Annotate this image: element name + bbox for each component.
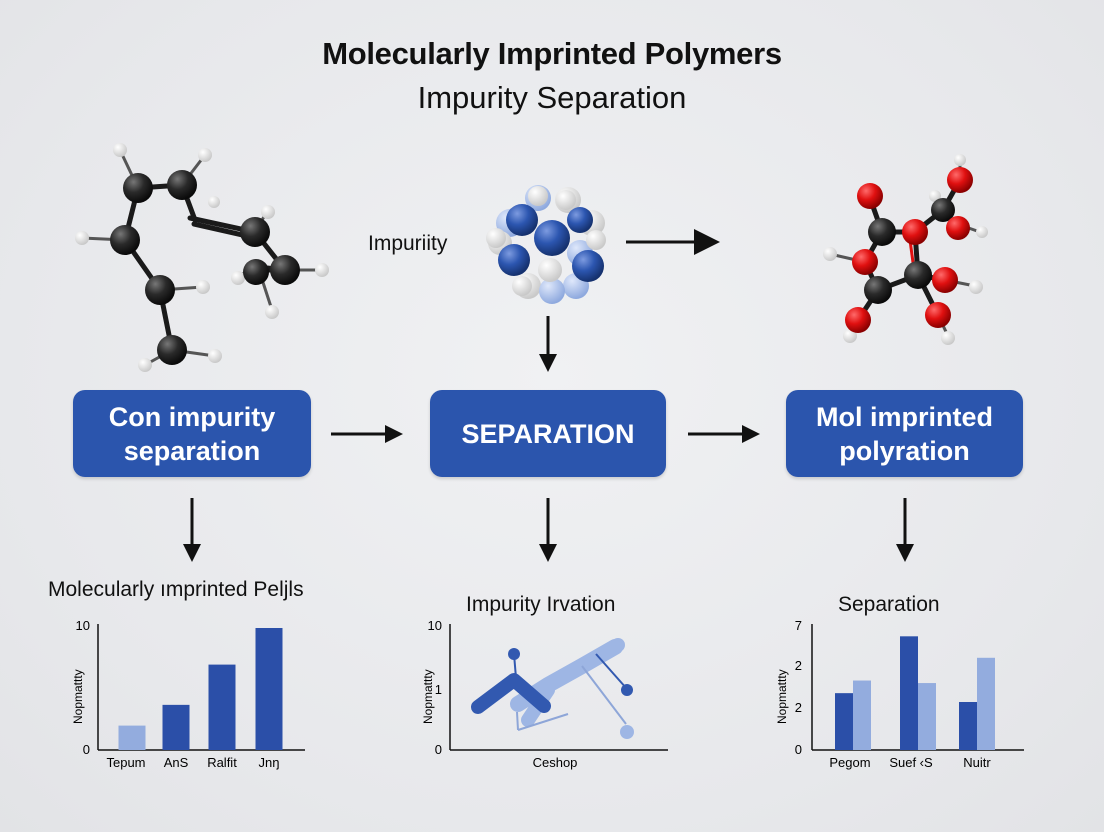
chart-1: 10 0 Nopmattty Tepum AnS Ralfit Jnŋ [71, 618, 305, 770]
hydrocarbon-molecule-icon [75, 143, 329, 372]
chart-3-ytick-1: 2 [795, 658, 802, 673]
chart-3-ytick-2: 2 [795, 700, 802, 715]
chart-3-ytick-0: 7 [795, 618, 802, 633]
chart-3-xtick-2: Nuitr [963, 755, 991, 770]
process-box-2: SEPARATION [430, 390, 666, 477]
chart-3-bar-s1-2 [977, 657, 995, 750]
chart-2-dark-series [471, 648, 633, 714]
impurity-label: Impuriity [368, 232, 448, 255]
chart-1-xtick-2: Ralfit [207, 755, 237, 770]
chart-3-bar-s0-1 [900, 636, 918, 750]
oxygenated-molecule-icon [823, 154, 988, 345]
chart-1-xtick-1: AnS [164, 755, 189, 770]
chart-3-xtick-1: Suef ‹S [889, 755, 933, 770]
chart-1-ylabel: Nopmattty [71, 669, 85, 724]
chart-3-bar-s0-2 [959, 702, 977, 750]
chart-1-title: Molecularly ımprinted Peljls [48, 578, 304, 601]
chart-2: 10 1 0 Nopmattty Ceshop [421, 618, 668, 770]
chart-3-bar-s0-0 [835, 693, 853, 750]
chart-2-ylabel: Nopmattty [421, 669, 435, 724]
chart-3-bar-s1-1 [918, 683, 936, 750]
diagram-title: Molecularly Imprinted Polymers [322, 36, 782, 71]
chart-2-title: Impurity Irvation [466, 593, 616, 616]
chart-1-bar-1 [162, 704, 190, 750]
process-box-3-label: Mol imprinted polyration [816, 401, 993, 466]
chart-1-bar-3 [255, 628, 283, 750]
chart-1-ytick-top: 10 [76, 618, 90, 633]
chart-2-ytick-bottom: 0 [435, 742, 442, 757]
process-box-2-label: SEPARATION [461, 418, 635, 449]
chart-1-bar-0 [118, 725, 146, 750]
chart-3-title: Separation [838, 593, 940, 616]
chart-1-ytick-bottom: 0 [83, 742, 90, 757]
chart-3-xtick-0: Pegom [829, 755, 870, 770]
chart-2-light-series [510, 638, 634, 739]
chart-3-ylabel: Nopmattty [775, 669, 789, 724]
chart-2-xlabel: Ceshop [533, 755, 578, 770]
chart-1-xtick-0: Tepum [106, 755, 145, 770]
diagram-subtitle: Impurity Separation [417, 80, 687, 115]
chart-3-bar-s1-0 [853, 680, 871, 750]
chart-1-bar-2 [208, 664, 236, 750]
impurity-cluster-icon [486, 185, 606, 304]
chart-3-ytick-3: 0 [795, 742, 802, 757]
chart-2-ytick-top: 10 [428, 618, 442, 633]
process-box-3: Mol imprinted polyration [786, 390, 1023, 477]
process-box-1-label: Con impurity separation [108, 401, 276, 466]
chart-2-ytick-mid: 1 [435, 682, 442, 697]
process-box-1: Con impurity separation [73, 390, 311, 477]
chart-1-xtick-3: Jnŋ [259, 755, 280, 770]
chart-3: 7 2 2 0 Nopmattty Pegom Suef ‹S Nuitr [775, 618, 1024, 770]
